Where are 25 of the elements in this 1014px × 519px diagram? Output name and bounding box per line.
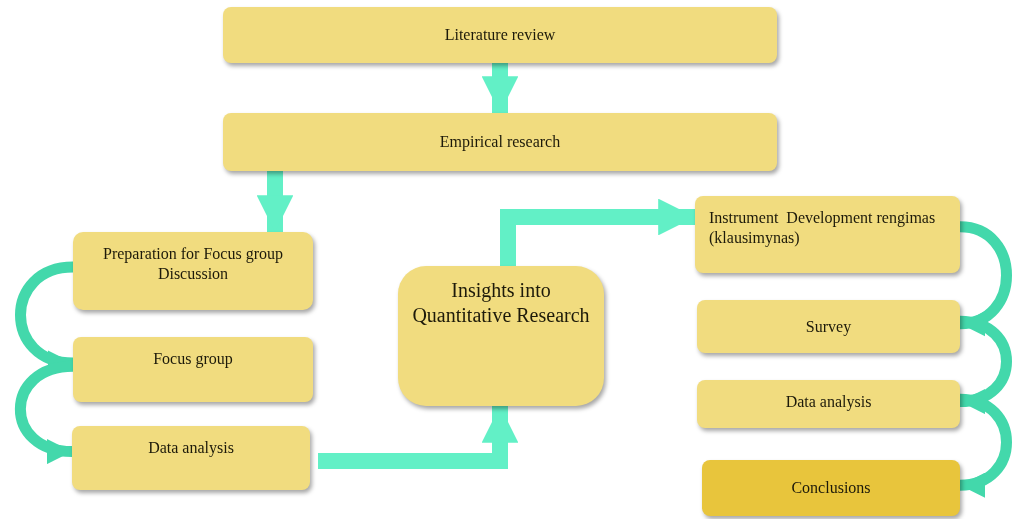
process-box <box>73 232 313 310</box>
box-label: Data analysis <box>148 438 234 458</box>
box-label: Insights into Quantitative Research <box>412 278 590 328</box>
box-label: Instrument Development rengimas (klausimynas) <box>709 208 937 248</box>
arrow <box>481 63 519 113</box>
process-box <box>73 337 313 402</box>
arrow <box>959 315 1012 412</box>
process-box <box>697 380 960 428</box>
process-box <box>697 300 960 353</box>
box-label: Preparation for Focus group Discussion <box>102 244 284 284</box>
box-label: Survey <box>805 316 852 337</box>
process-box <box>223 113 777 171</box>
box-label: Empirical research <box>439 132 561 152</box>
box-label: Focus group <box>153 349 233 369</box>
process-box <box>702 460 960 516</box>
box-label: Conclusions <box>791 478 871 498</box>
arrow <box>959 393 1012 495</box>
arrow <box>256 171 294 232</box>
process-box <box>695 196 960 273</box>
process-box <box>398 266 604 406</box>
arrow <box>318 406 519 469</box>
process-box <box>223 7 777 63</box>
box-label: Data analysis <box>785 392 872 412</box>
process-box <box>72 426 310 490</box>
box-label: Literature review <box>444 25 556 45</box>
